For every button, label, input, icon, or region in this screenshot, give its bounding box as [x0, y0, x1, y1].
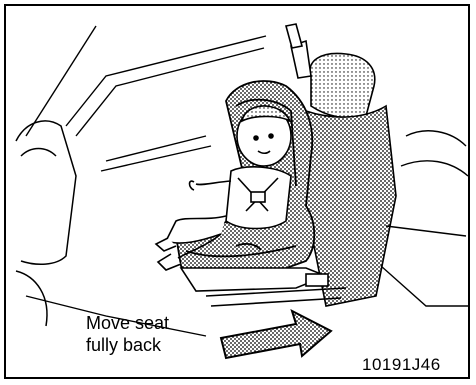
instruction-line-1: Move seat: [86, 312, 169, 334]
door-panel: [16, 121, 76, 326]
child-seat-illustration: [6, 6, 470, 379]
rear-seat: [381, 131, 468, 306]
move-back-arrow: [221, 311, 331, 358]
instruction-line-2: fully back: [86, 334, 169, 356]
figure-code: 10191J46: [362, 355, 441, 375]
instruction-label: Move seat fully back: [86, 312, 169, 356]
seat-base: [181, 268, 346, 306]
illustration-frame: Move seat fully back 10191J46: [4, 4, 470, 379]
